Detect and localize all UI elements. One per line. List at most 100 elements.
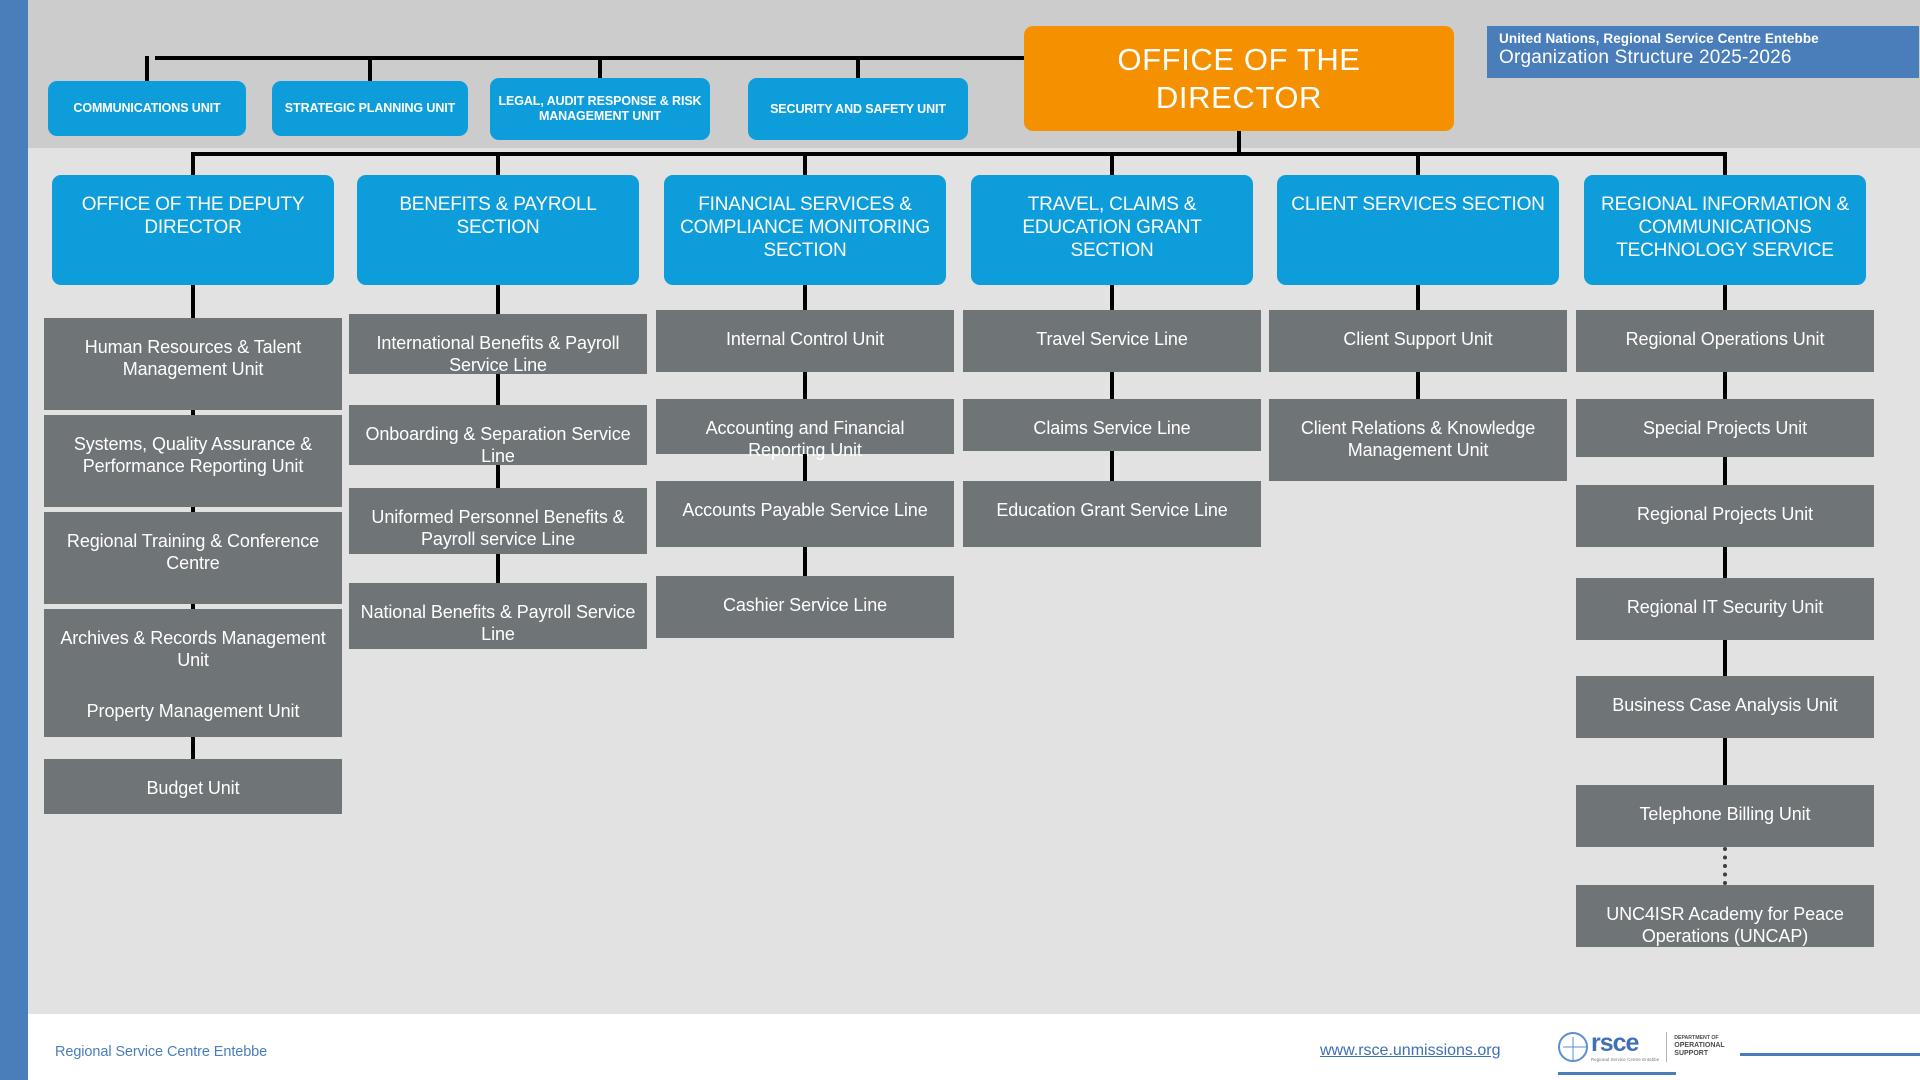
unit-connector-2-1 (803, 372, 807, 399)
footer-left-text: Regional Service Centre Entebbe (55, 1044, 268, 1060)
unit-box-4-1-label: Client Relations & Knowledge Management … (1300, 418, 1536, 460)
unit-connector-0-2 (191, 507, 195, 512)
section-connector-2 (803, 152, 807, 175)
section-bus-line (193, 152, 1725, 156)
section-box-1[interactable]: BENEFITS & PAYROLL SECTION (357, 175, 639, 285)
unit-box-5-4[interactable]: Business Case Analysis Unit (1576, 676, 1874, 738)
unit-box-2-0[interactable]: Internal Control Unit (656, 310, 954, 372)
department-of-operational-support-text: DEPARTMENT OF OPERATIONAL SUPPORT (1674, 1035, 1725, 1058)
unit-box-3-0[interactable]: Travel Service Line (963, 310, 1261, 372)
unit-box-5-3-label: Regional IT Security Unit (1626, 597, 1824, 617)
unit-box-0-2[interactable]: Regional Training & Conference Centre (44, 512, 342, 604)
staff-unit-box-0-label: COMMUNICATIONS UNIT (73, 101, 221, 115)
unit-box-0-1[interactable]: Systems, Quality Assurance & Performance… (44, 415, 342, 507)
unit-box-5-1[interactable]: Special Projects Unit (1576, 399, 1874, 457)
staff-bus-line (155, 56, 1025, 60)
unit-connector-2-0 (803, 285, 807, 310)
title-banner: United Nations, Regional Service Centre … (1487, 26, 1919, 78)
unit-box-4-0[interactable]: Client Support Unit (1269, 310, 1567, 372)
section-box-2-label: FINANCIAL SERVICES & COMPLIANCE MONITORI… (680, 194, 930, 261)
section-connector-0 (191, 152, 195, 175)
unit-connector-0-1 (191, 410, 195, 415)
unit-box-0-0-label: Human Resources & Talent Management Unit (84, 337, 302, 379)
unit-connector-1-3 (496, 554, 500, 583)
unit-box-2-2-label: Accounts Payable Service Line (682, 500, 928, 520)
unit-connector-5-0 (1723, 285, 1727, 310)
unit-box-4-0-label: Client Support Unit (1343, 329, 1493, 349)
section-box-3[interactable]: TRAVEL, CLAIMS & EDUCATION GRANT SECTION (971, 175, 1253, 285)
staff-unit-box-0[interactable]: COMMUNICATIONS UNIT (48, 81, 246, 136)
left-accent-bar (0, 0, 28, 1080)
unit-connector-5-1 (1723, 372, 1727, 399)
section-connector-5 (1723, 152, 1727, 175)
section-connector-3 (1110, 152, 1114, 175)
staff-unit-box-1[interactable]: STRATEGIC PLANNING UNIT (272, 81, 468, 136)
unit-box-5-5[interactable]: Telephone Billing Unit (1576, 785, 1874, 847)
unit-box-3-2-label: Education Grant Service Line (996, 500, 1228, 520)
unit-box-5-2[interactable]: Regional Projects Unit (1576, 485, 1874, 547)
unit-box-0-4[interactable]: Property Management Unit (44, 682, 342, 737)
logo-divider (1666, 1032, 1668, 1062)
unit-connector-3-2 (1110, 451, 1114, 481)
footer-website-link[interactable]: www.rsce.unmissions.org (1320, 1042, 1501, 1059)
unit-connector-0-0 (191, 285, 195, 318)
footer-band (28, 1014, 1920, 1080)
section-box-0-label: OFFICE OF THE DEPUTY DIRECTOR (81, 194, 305, 238)
staff-connector-1 (368, 56, 372, 81)
staff-connector-0 (145, 56, 149, 81)
rsce-dos-logo: rsce Regional Service Centre Entebbe DEP… (1558, 1026, 1748, 1068)
staff-unit-box-1-label: STRATEGIC PLANNING UNIT (284, 101, 456, 115)
unit-connector-1-0 (496, 285, 500, 314)
staff-unit-box-3-label: SECURITY AND SAFETY UNIT (770, 101, 946, 116)
unit-box-0-5-label: Budget Unit (146, 778, 240, 798)
unit-box-1-1-label: Onboarding & Separation Service Line (365, 424, 631, 466)
unit-box-1-2[interactable]: Uniformed Personnel Benefits & Payroll s… (349, 488, 647, 554)
unit-box-4-1[interactable]: Client Relations & Knowledge Management … (1269, 399, 1567, 481)
section-box-4[interactable]: CLIENT SERVICES SECTION (1277, 175, 1559, 285)
unit-connector-3-0 (1110, 285, 1114, 310)
unit-connector-5-2 (1723, 457, 1727, 485)
unit-box-5-0-label: Regional Operations Unit (1625, 329, 1825, 349)
director-box[interactable]: OFFICE OF THE DIRECTOR (1024, 26, 1454, 131)
staff-unit-box-3[interactable]: SECURITY AND SAFETY UNIT (748, 78, 968, 140)
unit-box-3-1[interactable]: Claims Service Line (963, 399, 1261, 451)
section-box-2[interactable]: FINANCIAL SERVICES & COMPLIANCE MONITORI… (664, 175, 946, 285)
unit-box-1-0[interactable]: International Benefits & Payroll Service… (349, 314, 647, 375)
unit-box-5-6-label: UNC4ISR Academy for Peace Operations (UN… (1606, 904, 1844, 946)
unit-box-5-3[interactable]: Regional IT Security Unit (1576, 578, 1874, 640)
section-box-4-label: CLIENT SERVICES SECTION (1291, 194, 1545, 215)
unit-box-0-3-label: Archives & Records Management Unit (60, 628, 326, 670)
unit-connector-5-6 (1723, 847, 1727, 885)
unit-connector-2-3 (803, 547, 807, 576)
unit-box-0-4-label: Property Management Unit (86, 701, 300, 721)
section-box-5[interactable]: REGIONAL INFORMATION & COMMUNICATIONS TE… (1584, 175, 1866, 285)
unit-connector-1-2 (496, 465, 500, 488)
unit-box-0-2-label: Regional Training & Conference Centre (66, 531, 320, 573)
unit-box-1-0-label: International Benefits & Payroll Service… (376, 333, 620, 375)
unit-box-2-0-label: Internal Control Unit (726, 329, 884, 349)
section-box-0[interactable]: OFFICE OF THE DEPUTY DIRECTOR (52, 175, 334, 285)
unit-box-0-5[interactable]: Budget Unit (44, 759, 342, 814)
staff-unit-box-2[interactable]: LEGAL, AUDIT RESPONSE & RISK MANAGEMENT … (490, 78, 710, 140)
unit-box-0-0[interactable]: Human Resources & Talent Management Unit (44, 318, 342, 410)
unit-box-1-1[interactable]: Onboarding & Separation Service Line (349, 405, 647, 466)
unit-box-5-4-label: Business Case Analysis Unit (1612, 695, 1838, 715)
unit-box-5-5-label: Telephone Billing Unit (1639, 804, 1811, 824)
unit-box-3-2[interactable]: Education Grant Service Line (963, 481, 1261, 547)
section-box-3-label: TRAVEL, CLAIMS & EDUCATION GRANT SECTION (1022, 194, 1202, 261)
unit-connector-5-4 (1723, 640, 1727, 676)
unit-box-2-1[interactable]: Accounting and Financial Reporting Unit (656, 399, 954, 460)
unit-connector-4-0 (1416, 285, 1420, 310)
staff-connector-2 (598, 56, 602, 78)
organization-name: United Nations, Regional Service Centre … (1499, 31, 1819, 46)
staff-connector-3 (856, 56, 860, 78)
unit-box-1-3[interactable]: National Benefits & Payroll Service Line (349, 583, 647, 649)
unit-box-5-6[interactable]: UNC4ISR Academy for Peace Operations (UN… (1576, 885, 1874, 947)
page-title: Organization Structure 2025-2026 (1499, 47, 1792, 68)
unit-box-1-2-label: Uniformed Personnel Benefits & Payroll s… (371, 507, 625, 549)
section-connector-1 (496, 152, 500, 175)
unit-box-2-2[interactable]: Accounts Payable Service Line (656, 481, 954, 547)
unit-box-2-3[interactable]: Cashier Service Line (656, 576, 954, 638)
unit-box-5-0[interactable]: Regional Operations Unit (1576, 310, 1874, 372)
unit-connector-4-1 (1416, 372, 1420, 399)
